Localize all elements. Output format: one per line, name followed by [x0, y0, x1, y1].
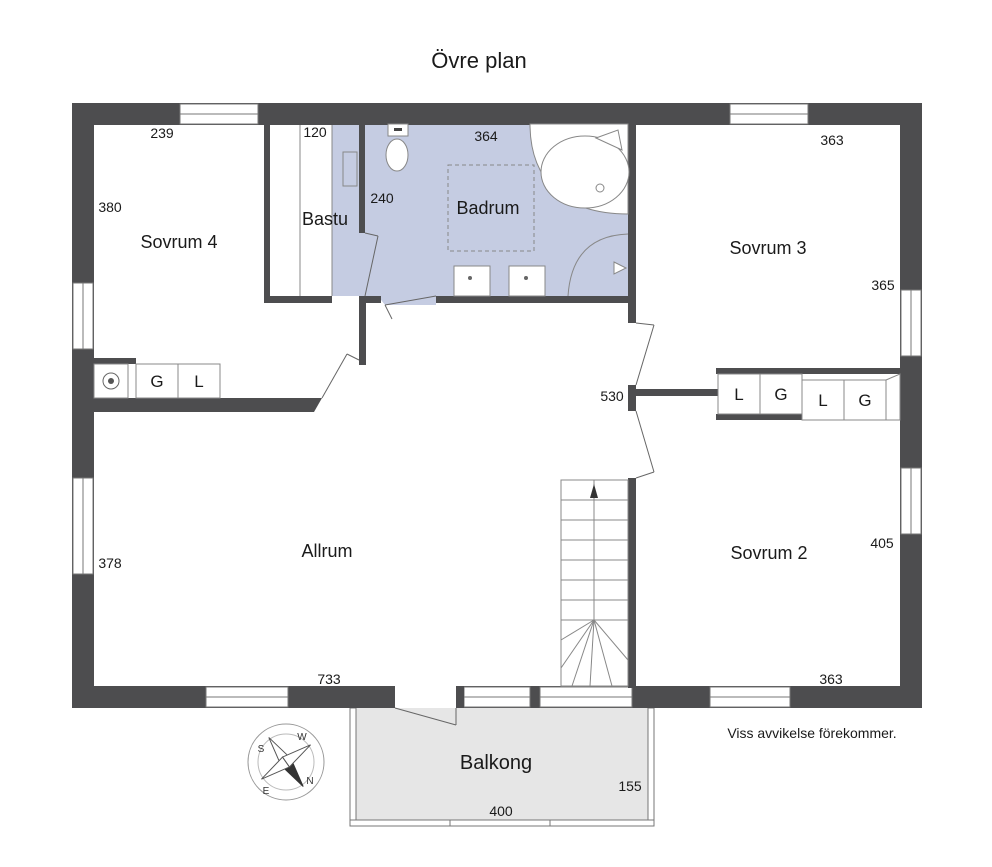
dimension-label: 239 [150, 125, 174, 141]
balcony-floor [352, 708, 652, 824]
dimension-label: 733 [317, 671, 341, 687]
closet-label: G [150, 372, 163, 391]
bath-mat [447, 164, 535, 252]
shower-icon [567, 233, 629, 297]
closet-label: L [818, 391, 827, 410]
compass-label: N [306, 776, 313, 787]
room-label-sovrum-4: Sovrum 4 [140, 232, 217, 252]
dimension-label: 364 [474, 128, 498, 144]
interior-walls [94, 125, 900, 688]
sauna-benches [299, 124, 358, 296]
dimension-label: 380 [98, 199, 122, 215]
compass-label: E [263, 786, 270, 797]
windows [72, 103, 922, 708]
closet-label: G [774, 385, 787, 404]
plan-title: Övre plan [431, 48, 526, 73]
compass-label: W [297, 732, 307, 743]
dimension-label: 120 [303, 124, 327, 140]
doors [321, 232, 655, 726]
room-label-balkong: Balkong [460, 752, 532, 774]
storage-right: L G L G [717, 373, 901, 421]
dimension-label: 365 [871, 277, 895, 293]
disclaimer-note: Viss avvikelse förekommer. [727, 725, 896, 741]
toilet-icon [385, 123, 409, 172]
closet-label: G [858, 391, 871, 410]
room-label-sovrum-2: Sovrum 2 [730, 543, 807, 563]
compass-label: S [258, 744, 265, 755]
compass-icon: S W N E [247, 723, 325, 801]
stair-arrow-icon [590, 484, 598, 498]
storage-left: G L [93, 363, 221, 399]
dimension-label: 405 [870, 535, 894, 551]
dimension-label: 363 [819, 671, 843, 687]
sink-icon [453, 265, 546, 297]
room-label-badrum: Badrum [456, 198, 519, 218]
closet-label: L [734, 385, 743, 404]
dimension-label: 240 [370, 190, 394, 206]
dimension-label: 155 [618, 778, 642, 794]
bathtub-icon [529, 123, 630, 215]
dimension-label: 363 [820, 132, 844, 148]
staircase [560, 479, 629, 687]
dimension-label: 530 [600, 388, 624, 404]
room-label-bastu: Bastu [302, 209, 348, 229]
room-label-sovrum-3: Sovrum 3 [729, 238, 806, 258]
room-label-allrum: Allrum [301, 541, 352, 561]
closet-label: L [194, 372, 203, 391]
dimension-label: 400 [489, 803, 513, 819]
dimension-label: 378 [98, 555, 122, 571]
bathroom-fixtures [385, 123, 630, 297]
